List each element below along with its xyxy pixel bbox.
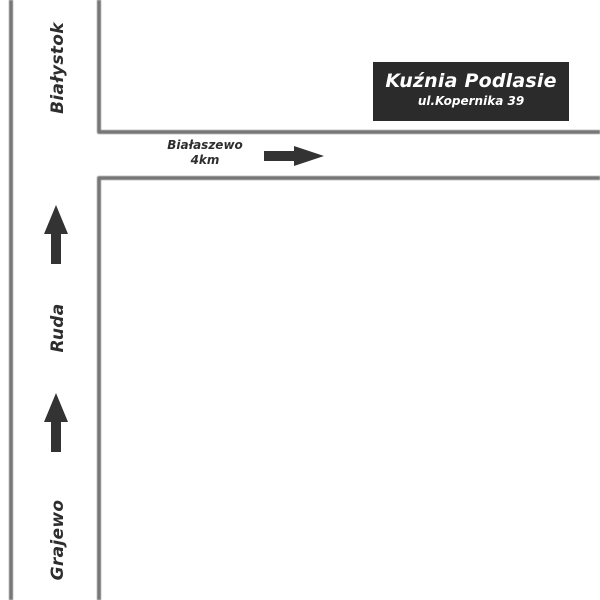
place-address: ul.Kopernika 39 [417,94,525,108]
road-label-ruda: Ruda [48,303,68,353]
destination-name: Białaszewo [167,138,243,152]
road-label-bialaszewo: Białaszewo 4km [156,138,254,168]
road-edges [9,0,600,600]
arrow-up-icon [44,393,68,452]
place-name: Kuźnia Podlasie [385,70,557,92]
road-label-grajewo: Grajewo [48,499,68,581]
side-road-south-edge [97,176,600,600]
destination-distance: 4km [190,153,220,167]
arrow-right-icon [264,146,324,166]
main-road-east-edge-north [97,0,600,134]
location-sign: Kuźnia Podlasie ul.Kopernika 39 [373,62,569,121]
arrow-up-icon [44,205,68,264]
road-label-bialystok: Białystok [48,22,68,114]
